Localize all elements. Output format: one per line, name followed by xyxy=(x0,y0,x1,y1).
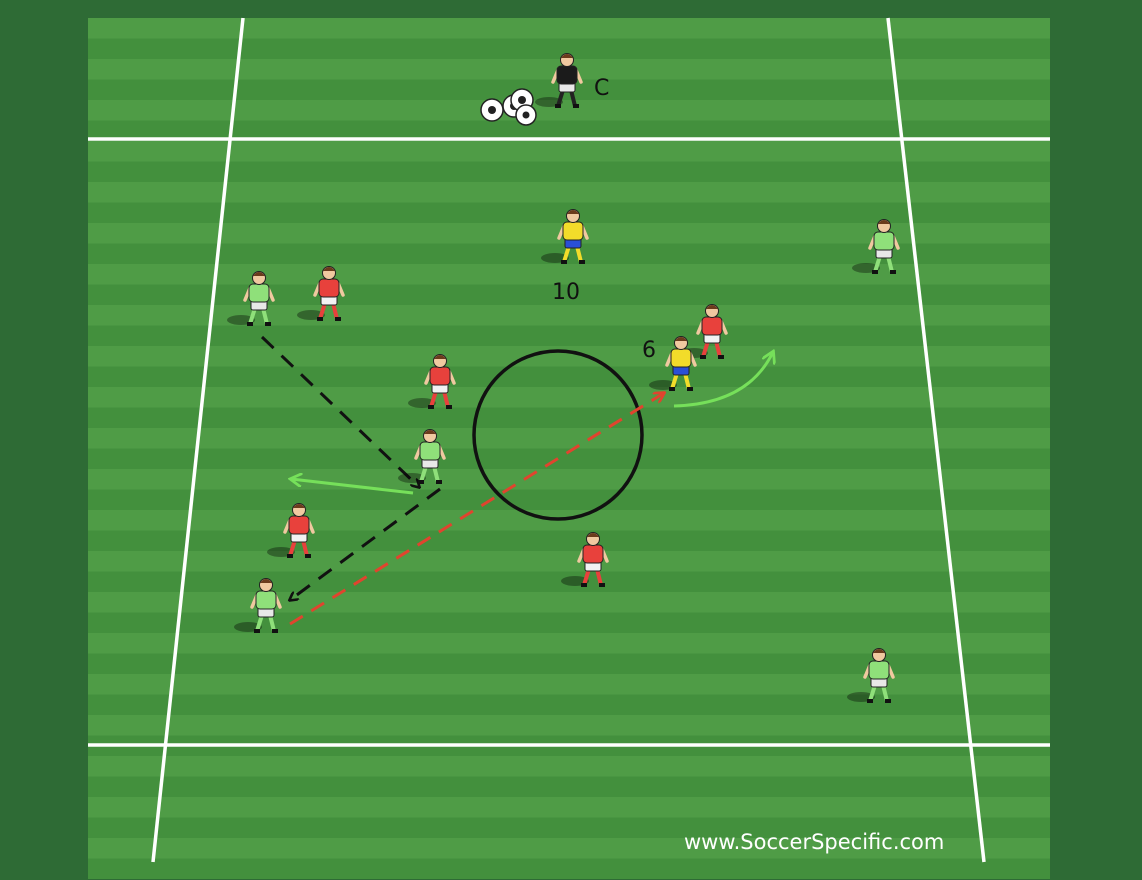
coach-player-figure-icon xyxy=(535,53,583,108)
red-player-figure-icon xyxy=(297,266,345,321)
player-6-label: 6 xyxy=(642,338,656,363)
grass-stripe xyxy=(88,489,1050,510)
grass-stripe xyxy=(88,366,1050,387)
grass-stripe xyxy=(88,120,1050,141)
pass-arrow-black-1 xyxy=(260,335,419,487)
grass-stripe xyxy=(88,325,1050,346)
grass-stripe xyxy=(88,817,1050,838)
grass-stripe xyxy=(88,38,1050,59)
green-player-figure-icon xyxy=(847,648,895,703)
field-lines xyxy=(88,17,1050,863)
green-player-figure-icon xyxy=(234,578,282,633)
run-arrow-green-right xyxy=(673,352,773,408)
grass-stripe xyxy=(88,243,1050,264)
pass-arrow-black-2 xyxy=(290,487,441,600)
red-player-figure-icon xyxy=(408,354,456,409)
right-side-line xyxy=(886,17,986,863)
grass-stripe xyxy=(88,448,1050,469)
soccer-ball-icon xyxy=(515,104,537,126)
green-player-figure-icon xyxy=(852,219,900,274)
yellow-player-figure-icon xyxy=(541,209,589,264)
left-side-line xyxy=(151,17,245,863)
grass-stripe xyxy=(88,776,1050,797)
movement-arrows xyxy=(260,335,773,626)
field xyxy=(88,18,1050,862)
grass-stripe xyxy=(88,858,1050,879)
grass-stripe xyxy=(88,407,1050,428)
balls-group xyxy=(480,88,537,126)
grass-stripe xyxy=(88,612,1050,633)
grass-stripe xyxy=(88,571,1050,592)
red-player-figure-icon xyxy=(561,532,609,587)
grass-stripe xyxy=(88,653,1050,674)
grass-stripe xyxy=(88,694,1050,715)
green-player-figure-icon xyxy=(398,429,446,484)
yellow-player-figure-icon xyxy=(649,336,697,391)
grass-stripe xyxy=(88,161,1050,182)
watermark-text: www.SoccerSpecific.com xyxy=(684,830,944,854)
center-circle xyxy=(472,349,644,521)
players-layer xyxy=(227,53,900,703)
soccer-ball-icon xyxy=(480,98,504,122)
red-player-figure-icon xyxy=(267,503,315,558)
coach-label: C xyxy=(594,76,609,101)
grass-stripe xyxy=(88,530,1050,551)
run-arrow-green-left xyxy=(291,479,414,495)
green-player-figure-icon xyxy=(227,271,275,326)
player-10-label: 10 xyxy=(552,280,580,305)
